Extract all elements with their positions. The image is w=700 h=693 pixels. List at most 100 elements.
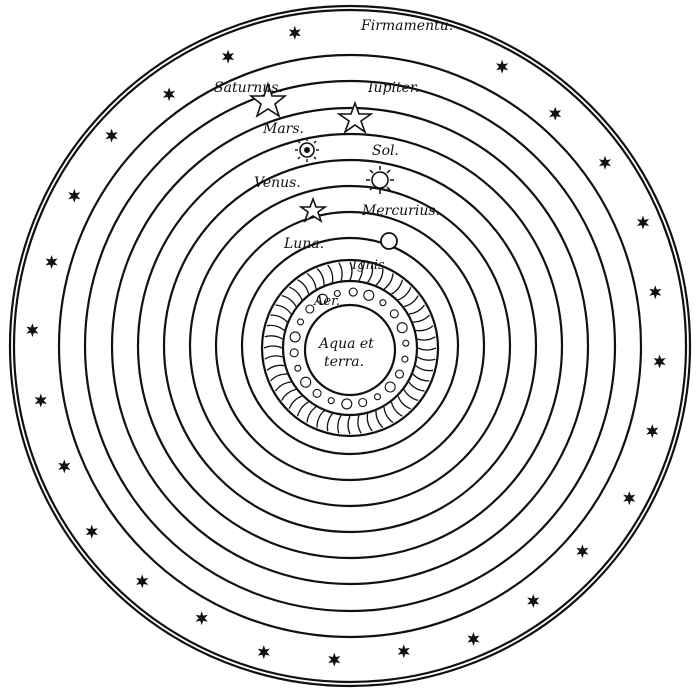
- cloud-mark: [363, 289, 375, 301]
- label-venus: Venus.: [254, 175, 301, 191]
- flame-stroke: [397, 286, 412, 301]
- label-aqua-et: Aqua et: [317, 336, 374, 352]
- cloud-mark: [373, 393, 382, 401]
- flame-stroke: [366, 413, 373, 432]
- cloud-mark: [300, 376, 312, 388]
- fixed-star-icon: [576, 544, 589, 559]
- fixed-stars: [26, 25, 666, 667]
- flame-stroke: [417, 356, 436, 361]
- cloud-mark: [358, 397, 368, 408]
- fixed-star-icon: [257, 645, 270, 660]
- flame-stroke: [288, 286, 303, 301]
- cloud-mark: [401, 355, 409, 363]
- label-sol: Sol.: [372, 143, 399, 159]
- flame-stroke: [383, 273, 394, 290]
- flame-stroke: [391, 279, 404, 295]
- label-luna: Luna.: [283, 236, 324, 252]
- flame-stroke: [270, 373, 288, 382]
- jupiter-star-icon: [336, 100, 374, 135]
- flame-stroke: [264, 355, 283, 360]
- fixed-star-icon: [649, 285, 662, 300]
- mars-sphere: [136, 132, 564, 560]
- fixed-star-icon: [467, 632, 480, 646]
- outer-boundary-inner-line: [12, 8, 688, 684]
- fixed-star-icon: [288, 25, 301, 40]
- flame-stroke: [316, 268, 325, 286]
- fixed-star-icon: [328, 652, 341, 667]
- fixed-star-icon: [163, 87, 176, 102]
- fixed-star-icon: [646, 424, 659, 439]
- flame-stroke: [326, 413, 333, 432]
- label-firmamentum: Firmamentū.: [360, 18, 453, 34]
- flame-stroke: [417, 347, 437, 351]
- cloud-mark: [389, 309, 399, 319]
- mercury-sphere: [214, 210, 486, 482]
- fixed-star-icon: [85, 524, 98, 539]
- fixed-star-icon: [68, 188, 81, 203]
- flame-stroke: [297, 279, 310, 295]
- jupiter-sphere: [110, 106, 590, 586]
- saturn-star-icon: [248, 81, 288, 118]
- fixed-star-icon: [653, 354, 666, 369]
- label-saturnus: Saturnus.: [214, 80, 283, 96]
- venus-star-icon: [298, 196, 328, 223]
- fixed-star-icon: [45, 255, 58, 269]
- flame-stroke: [415, 325, 434, 332]
- cloud-mark: [333, 289, 341, 298]
- flame-stroke: [306, 272, 317, 290]
- cloud-mark: [289, 348, 299, 358]
- flame-stroke: [275, 304, 292, 315]
- fixed-star-icon: [26, 323, 39, 338]
- cloud-mark: [327, 397, 335, 405]
- flame-stroke: [274, 381, 292, 392]
- saturn-sphere: [83, 79, 617, 613]
- flame-stroke: [296, 401, 309, 417]
- cloud-mark: [341, 398, 353, 410]
- flame-stroke: [316, 410, 325, 428]
- cloud-mark: [348, 287, 358, 297]
- fixed-star-icon: [496, 59, 509, 74]
- fixed-star-icon: [598, 155, 611, 170]
- fire-flames: [263, 261, 437, 435]
- celestial-spheres: [8, 4, 692, 688]
- sun-icon: [366, 166, 394, 194]
- flame-stroke: [327, 264, 334, 283]
- cloud-mark: [379, 299, 387, 307]
- venus-sphere: [188, 184, 512, 508]
- flame-stroke: [337, 415, 342, 434]
- cloud-mark: [316, 293, 329, 305]
- outer-boundary-ring: [8, 4, 692, 688]
- flame-stroke: [266, 364, 285, 371]
- cloud-mark: [289, 331, 301, 343]
- moon-icon: [380, 232, 398, 250]
- label-iupiter: Iupiter.: [367, 80, 420, 96]
- air-sphere: [281, 279, 419, 417]
- flame-stroke: [281, 388, 297, 401]
- cloud-mark: [312, 388, 322, 398]
- fixed-star-icon: [34, 393, 47, 408]
- label-mars: Mars.: [262, 121, 304, 137]
- flame-stroke: [367, 264, 374, 283]
- air-clouds: [289, 287, 410, 410]
- mars-icon: [295, 138, 319, 162]
- sun-sphere: [162, 158, 538, 534]
- label-terra: terra.: [324, 354, 364, 370]
- flame-stroke: [349, 261, 353, 281]
- flame-stroke: [375, 268, 384, 286]
- firmament-inner-ring: [57, 53, 643, 639]
- flame-stroke: [412, 373, 430, 382]
- fixed-star-icon: [637, 215, 650, 230]
- flame-stroke: [408, 304, 426, 315]
- flame-stroke: [264, 335, 283, 340]
- fixed-star-icon: [549, 106, 562, 121]
- flame-stroke: [412, 314, 430, 323]
- flame-stroke: [288, 395, 303, 410]
- flame-stroke: [397, 395, 412, 410]
- fixed-star-icon: [195, 611, 208, 626]
- flame-stroke: [270, 314, 288, 323]
- cloud-mark: [394, 369, 405, 379]
- flame-stroke: [347, 415, 351, 435]
- flame-stroke: [375, 410, 384, 428]
- flame-stroke: [306, 406, 317, 423]
